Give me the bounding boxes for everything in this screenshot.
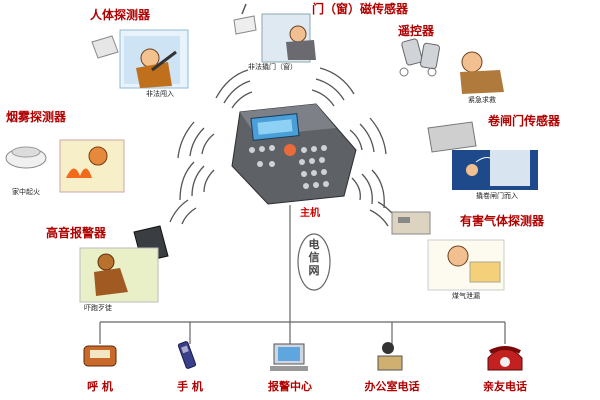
pager-icon (83, 345, 117, 367)
remote-label: 遥控器 (398, 24, 435, 38)
door-sensor-caption: 非法撬门（窗） (248, 63, 297, 71)
door-sensor-label: 门（窗）磁传感器 (312, 2, 409, 16)
host-device (231, 103, 357, 205)
human-detector-caption: 非法闯入 (146, 90, 174, 98)
shutter-sensor-caption: 撬卷闸门而入 (476, 192, 518, 200)
office-phone-icon (377, 342, 403, 371)
shutter-sensor-illustration (427, 121, 538, 190)
gas-detector-illustration (391, 211, 505, 291)
gas-detector-caption: 煤气泄漏 (452, 292, 480, 300)
network-lines (99, 205, 506, 344)
smoke-detector-caption: 家中起火 (12, 188, 40, 196)
family-phone-icon (487, 346, 523, 371)
family-phone-label: 亲友电话 (483, 380, 527, 393)
host-label: 主机 (300, 208, 320, 219)
computer-icon (270, 343, 308, 371)
alarm-center-label: 报警中心 (268, 380, 312, 393)
telecom-network-bubble (297, 233, 331, 291)
human-detector-illustration (91, 29, 189, 89)
remote-caption: 紧急求救 (468, 96, 496, 104)
office-phone-label: 办公室电话 (364, 380, 420, 393)
gas-detector-label: 有害气体探测器 (460, 214, 545, 228)
telecom-network-label: 电信网 (308, 238, 320, 277)
siren-caption: 吓跑歹徒 (84, 304, 112, 312)
pager-label: 呼 机 (87, 380, 113, 393)
door-sensor-illustration (233, 3, 316, 63)
remote-illustration (399, 38, 504, 94)
mobile-phone-label: 手 机 (177, 380, 203, 393)
smoke-detector-illustration (5, 139, 125, 193)
mobile-phone-icon (177, 341, 197, 369)
smoke-detector-label: 烟雾探测器 (6, 110, 67, 124)
siren-illustration (79, 225, 169, 303)
shutter-sensor-label: 卷闸门传感器 (488, 114, 561, 128)
human-detector-label: 人体探测器 (90, 8, 151, 22)
siren-label: 高音报警器 (46, 226, 107, 240)
